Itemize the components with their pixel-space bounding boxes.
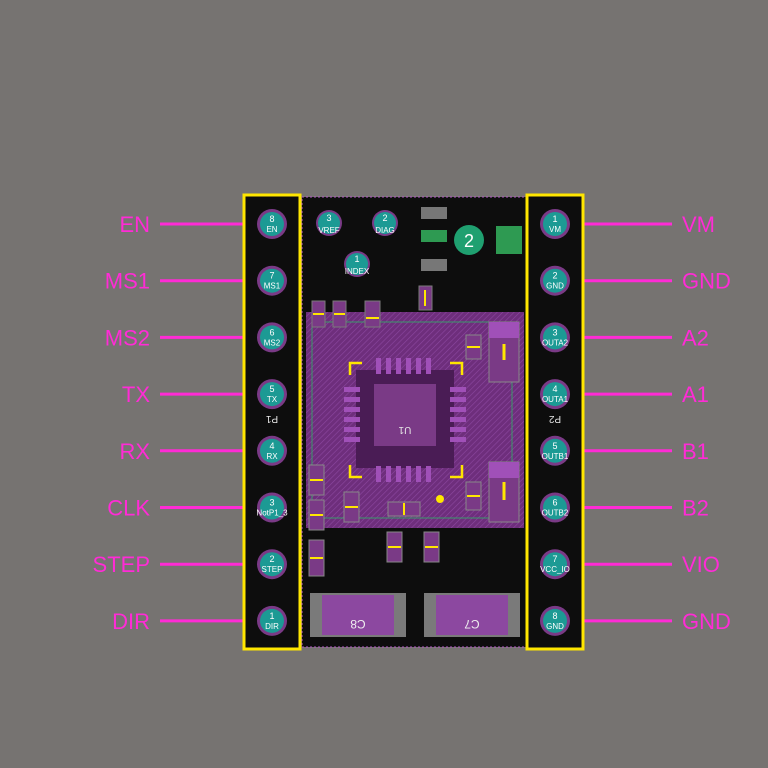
left-pin-label-ms2: MS2 [105,325,150,350]
vref-pad-name: VREF [318,226,339,235]
right-pin-number: 2 [552,271,557,281]
left-pin-label-clk: CLK [107,496,150,521]
left-pin-pad-name: TX [267,395,278,404]
right-pin-pad-name: OUTA1 [542,395,569,404]
right-pin-number: 5 [552,441,557,451]
left-pin-label-tx: TX [122,382,150,407]
right-pin-drill-4 [543,382,567,407]
vref-pad-num: 3 [326,213,331,223]
right-pin-pad-name: GND [546,282,564,291]
left-bottom-components [308,464,440,577]
left-pin-label-step: STEP [93,552,150,577]
right-pin-pad-name: OUTB2 [542,509,569,518]
smd-top-row [311,285,433,328]
left-pin-drill-5 [260,382,284,407]
c7-label: C7 [464,617,480,631]
left-pin-drill-6 [260,325,284,350]
right-pin-number: 6 [552,498,557,508]
index-pad-num: 1 [354,254,359,264]
diag-pad-num: 2 [382,213,387,223]
chip-u1: U1 [344,358,466,503]
right-pin-label-b1: B1 [682,439,709,464]
left-pin-label-ms1: MS1 [105,269,150,294]
right-pin-label-vio: VIO [682,552,720,577]
right-pin-number: 8 [552,611,557,621]
right-pin-number: 4 [552,384,557,394]
left-pin-number: 4 [269,441,274,451]
left-pin-pad-name: DIR [265,622,279,631]
right-pin-pad-name: VM [549,225,561,234]
left-pin-number: 7 [269,271,274,281]
left-pin-drill-7 [260,268,284,293]
left-pin-pad-name: RX [266,452,278,461]
left-pins: 8ENEN7MS1MS16MS2MS25TXTX4RXRX3NotP1_3CLK… [93,209,288,636]
right-pin-number: 7 [552,554,557,564]
right-pin-drill-5 [543,438,567,463]
right-pin-label-a1: A1 [682,382,709,407]
right-components [465,321,520,523]
left-pin-drill-8 [260,212,284,236]
right-pin-label-gnd: GND [682,269,731,294]
left-pin-drill-4 [260,438,284,463]
right-pin-drill-3 [543,325,567,350]
left-pin-number: 3 [269,498,274,508]
left-pin-drill-2 [260,552,284,577]
capacitor-c8: C8 [310,593,406,637]
right-pin-label-b2: B2 [682,496,709,521]
left-pin-label-en: EN [119,212,150,237]
right-pin-drill-7 [543,552,567,577]
right-pin-drill-1 [543,212,567,236]
left-pin-pad-name: STEP [262,565,283,574]
left-pin-number: 6 [269,327,274,337]
right-pin-label-vm: VM [682,212,715,237]
left-pin-label-dir: DIR [112,609,150,634]
right-pin-label-gnd: GND [682,609,731,634]
potentiometer: 2 [421,207,522,271]
right-pin-pad-name: GND [546,622,564,631]
left-pin-pad-name: NotP1_3 [256,509,288,518]
right-pin-number: 1 [552,214,557,224]
left-pin-number: 1 [269,611,274,621]
c8-label: C8 [350,617,366,631]
header-p2-label: P2 [548,413,561,424]
diag-pad-name: DIAG [375,226,395,235]
right-pin-pad-name: OUTA2 [542,338,569,347]
left-pin-number: 2 [269,554,274,564]
lead-lines [160,222,672,623]
left-pin-pad-name: MS2 [264,338,281,347]
header-p1-label: P1 [265,413,278,424]
copper-pour-outline [311,321,513,519]
left-pin-drill-3 [260,495,284,520]
right-pin-label-a2: A2 [682,325,709,350]
right-pin-drill-8 [543,608,567,633]
right-pin-drill-2 [543,268,567,293]
index-pad-name: INDEX [345,267,370,276]
right-pin-drill-6 [543,495,567,520]
left-pin-pad-name: MS1 [264,282,281,291]
pot-label: 2 [464,231,474,251]
right-pin-pad-name: VCC_IO [540,565,570,574]
left-pin-number: 5 [269,384,274,394]
right-pin-pad-name: OUTB1 [542,452,569,461]
chip-label: U1 [398,424,411,435]
capacitor-c7: C7 [424,593,520,637]
left-pin-pad-name: EN [266,225,277,234]
top-pads: 3 VREF 2 DIAG 1 INDEX [316,210,398,277]
left-pin-label-rx: RX [119,439,150,464]
pot-pad [454,225,484,255]
left-pin-drill-1 [260,608,284,633]
left-pin-number: 8 [269,214,274,224]
right-pin-number: 3 [552,327,557,337]
